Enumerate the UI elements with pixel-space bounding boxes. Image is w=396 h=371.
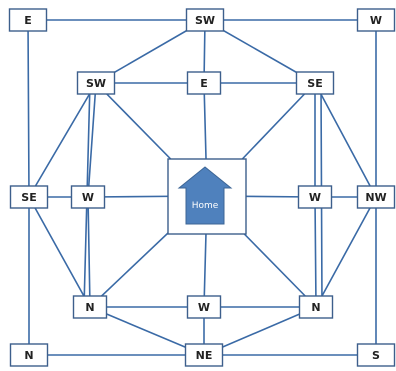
node-m-tr[interactable]: SE xyxy=(295,71,335,95)
node-label: W xyxy=(370,14,382,27)
edge-m-mr-m-br xyxy=(314,196,317,308)
node-label: W xyxy=(309,191,321,204)
node-label: E xyxy=(200,77,208,90)
edge-c-ml-m-bl xyxy=(28,196,91,308)
node-c-ml[interactable]: SE xyxy=(9,185,49,209)
node-box xyxy=(70,185,106,209)
node-m-br[interactable]: N xyxy=(298,295,334,319)
edge-c-ml-m-tl xyxy=(28,82,97,198)
edge-c-mr-m-tr xyxy=(314,82,377,198)
node-c-tl[interactable]: E xyxy=(8,8,48,32)
node-label: SW xyxy=(195,14,215,27)
node-c-tr[interactable]: W xyxy=(356,8,396,32)
edge-c-mr-m-br xyxy=(315,196,377,308)
edge-m-ml-m-bl xyxy=(87,196,91,308)
node-label: SE xyxy=(21,191,36,204)
node-box xyxy=(8,8,48,32)
node-m-ml[interactable]: W xyxy=(70,185,106,209)
edge-m-tl-m-ml xyxy=(87,82,97,198)
node-label: W xyxy=(82,191,94,204)
node-m-tl[interactable]: SW xyxy=(76,71,116,95)
node-label: N xyxy=(85,301,94,314)
node-c-tm[interactable]: SW xyxy=(185,8,225,32)
node-label: SW xyxy=(86,77,106,90)
node-box xyxy=(186,71,222,95)
node-label: N xyxy=(311,301,320,314)
node-box xyxy=(76,71,116,95)
node-box xyxy=(298,295,334,319)
node-box xyxy=(184,343,224,367)
node-box xyxy=(72,295,108,319)
node-box xyxy=(185,8,225,32)
node-box xyxy=(356,8,396,32)
node-box xyxy=(356,343,396,367)
node-label: NE xyxy=(196,349,213,362)
node-label: S xyxy=(372,349,380,362)
node-box xyxy=(9,343,49,367)
node-m-mr[interactable]: W xyxy=(297,185,333,209)
node-box xyxy=(356,185,396,209)
home-node[interactable]: Home xyxy=(167,158,247,235)
home-icon xyxy=(177,166,233,225)
node-label: NW xyxy=(365,191,386,204)
node-m-tm[interactable]: E xyxy=(186,71,222,95)
node-box xyxy=(297,185,333,209)
node-c-br[interactable]: S xyxy=(356,343,396,367)
node-m-bm[interactable]: W xyxy=(186,295,222,319)
node-c-bl[interactable]: N xyxy=(9,343,49,367)
node-m-bl[interactable]: N xyxy=(72,295,108,319)
node-c-bm[interactable]: NE xyxy=(184,343,224,367)
node-label: W xyxy=(198,301,210,314)
node-label: SE xyxy=(307,77,322,90)
node-box xyxy=(9,185,49,209)
node-c-mr[interactable]: NW xyxy=(356,185,396,209)
edge-c-tl-c-ml xyxy=(27,19,30,198)
home-label: Home xyxy=(192,201,219,211)
node-box xyxy=(295,71,335,95)
node-label: N xyxy=(24,349,33,362)
node-label: E xyxy=(24,14,32,27)
node-box xyxy=(186,295,222,319)
